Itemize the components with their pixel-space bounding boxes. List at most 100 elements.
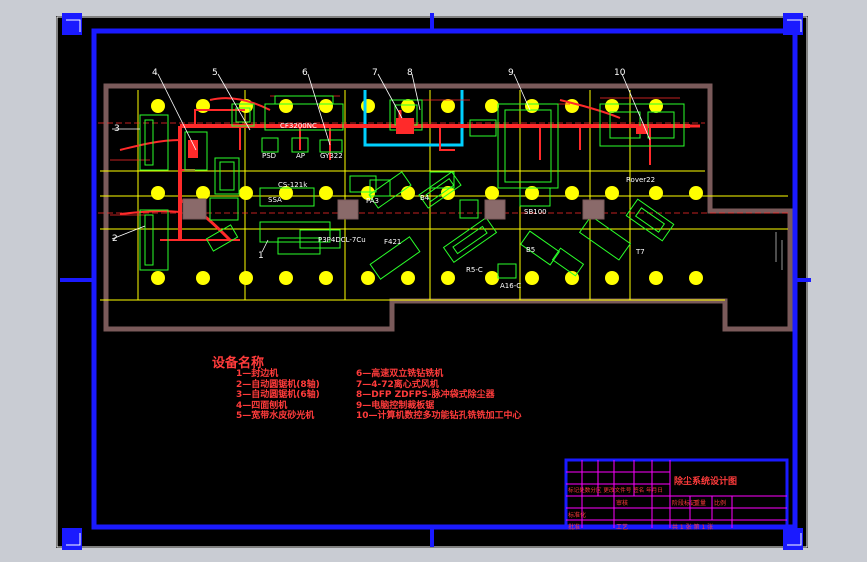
machine-label: AP xyxy=(296,152,305,160)
callout-leader xyxy=(217,73,251,131)
legend-right-item-4: 9—电脑控制裁板锯 xyxy=(356,400,435,411)
column-marker xyxy=(151,271,165,285)
column-marker xyxy=(401,271,415,285)
callout-number-8: 8 xyxy=(407,68,413,78)
column-marker xyxy=(196,186,210,200)
column-marker xyxy=(151,186,165,200)
column-marker xyxy=(401,186,415,200)
column-marker xyxy=(441,271,455,285)
legend-left-item-3: 3—自动圆锯机(6轴) xyxy=(236,390,320,401)
title-block-cell-weight: 重量 xyxy=(694,500,707,507)
callout-number-4: 4 xyxy=(152,68,158,78)
title-block-row-label: 标记处数分区 更改文件号 签名 年月日 xyxy=(568,488,663,494)
title-block-cell-approve: 批准 xyxy=(568,524,581,531)
machine-label: CF3200NC xyxy=(280,122,317,130)
right-annotations xyxy=(775,232,783,270)
machine-label: B4 xyxy=(420,194,430,202)
callout-leader xyxy=(411,73,421,111)
column-marker xyxy=(565,186,579,200)
column-marker xyxy=(401,99,415,113)
machine-label: CS-121k xyxy=(278,181,308,189)
column-marker xyxy=(239,271,253,285)
column-marker xyxy=(279,186,293,200)
column-marker xyxy=(649,271,663,285)
legend-left-item-2: 2—自动圆锯机(8轴) xyxy=(236,379,320,390)
column-marker xyxy=(485,99,499,113)
machine-label: F421 xyxy=(384,238,401,246)
column-marker xyxy=(649,99,663,113)
title-block-cell-sheets: 共 1 张 第 1 张 xyxy=(672,524,714,531)
machine-label: SSA xyxy=(268,196,282,204)
machine-label: R5-C xyxy=(466,266,483,274)
legend-right-item-1: 6—高速双立铣钻铣机 xyxy=(356,369,444,379)
column-marker xyxy=(279,99,293,113)
callout-leader xyxy=(111,225,146,240)
column-marker xyxy=(319,271,333,285)
column-marker xyxy=(361,271,375,285)
column-marker xyxy=(361,99,375,113)
title-block-cell-standardization: 标准化 xyxy=(568,512,587,519)
machines xyxy=(139,95,685,279)
callout-leader xyxy=(307,73,331,146)
machine-label: PSD xyxy=(262,152,276,160)
legend-left-item-1: 1—封边机 xyxy=(236,369,279,379)
callout-leader xyxy=(261,239,269,253)
column-marker xyxy=(649,186,663,200)
legend-right-item-2: 7—4-72离心式风机 xyxy=(356,379,439,390)
callout-number-7: 7 xyxy=(372,68,378,78)
callout-leader xyxy=(621,73,651,141)
machine-label: B5 xyxy=(526,246,535,254)
column-marker xyxy=(605,99,619,113)
column-marker xyxy=(485,271,499,285)
callout-leader xyxy=(377,73,403,119)
column-marker xyxy=(525,271,539,285)
title-block-cell-scale: 比例 xyxy=(714,500,727,507)
column-marker xyxy=(485,186,499,200)
machine-label: A16-C xyxy=(500,282,521,290)
legend-left-item-4: 4—四面刨机 xyxy=(236,400,288,411)
machine-label: Rover22 xyxy=(626,176,655,184)
corner-marks-white xyxy=(66,19,802,546)
column-marker xyxy=(689,271,703,285)
column-marker xyxy=(279,271,293,285)
callout-number-10: 10 xyxy=(614,68,626,78)
callout-leader xyxy=(157,73,197,151)
column-marker xyxy=(525,99,539,113)
structural-columns xyxy=(151,99,703,285)
red-units xyxy=(188,118,648,158)
brown-blocks xyxy=(182,198,605,220)
callout-number-6: 6 xyxy=(302,68,308,78)
column-marker xyxy=(239,186,253,200)
column-marker xyxy=(319,99,333,113)
column-marker xyxy=(525,186,539,200)
legend-left-item-5: 5—宽带水皮砂光机 xyxy=(236,411,315,422)
machine-label: T7 xyxy=(635,248,645,256)
column-marker xyxy=(319,186,333,200)
legend-right-item-5: 10—计算机数控多功能钻孔铣铣加工中心 xyxy=(356,411,522,422)
column-marker xyxy=(689,186,703,200)
column-marker xyxy=(605,186,619,200)
callout-number-5: 5 xyxy=(212,68,218,78)
callout-number-2: 2 xyxy=(112,234,118,244)
legend-right-item-3: 8—DFP ZDFPS-脉冲袋式除尘器 xyxy=(356,390,495,401)
column-marker xyxy=(151,99,165,113)
column-marker xyxy=(565,271,579,285)
machine-label: GY322 xyxy=(320,152,343,160)
angled-machines xyxy=(205,171,675,280)
callout-leader xyxy=(513,73,531,111)
title-block-lines xyxy=(566,460,787,528)
machine-label: P3P4DCL-7Cu xyxy=(318,236,366,244)
column-marker xyxy=(605,271,619,285)
callout-number-1: 1 xyxy=(258,251,264,261)
callout-number-3: 3 xyxy=(114,124,120,134)
title-block-cell-stage: 阶段标记 xyxy=(672,500,697,507)
title-block xyxy=(564,458,789,530)
cyan-duct xyxy=(363,90,464,147)
column-marker xyxy=(196,271,210,285)
legend-title: 设备名称 xyxy=(212,356,265,371)
title-block-cell-review: 审核 xyxy=(616,500,629,507)
